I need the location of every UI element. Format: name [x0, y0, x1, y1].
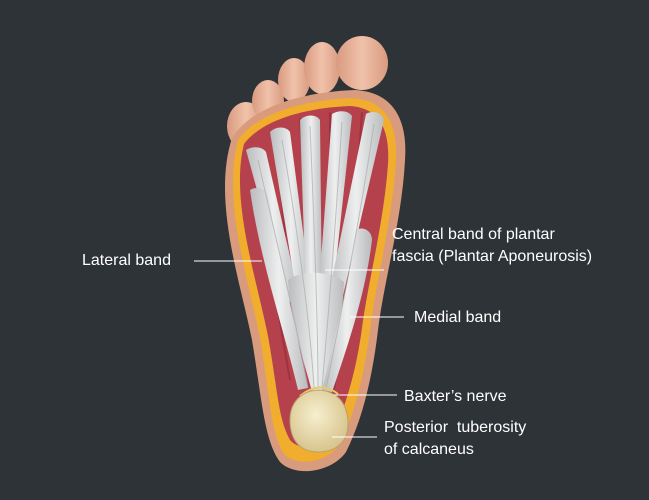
- label-posterior-tuberosity-line1: Posterior tuberosity: [384, 419, 527, 436]
- label-central-band-line2: fascia (Plantar Aponeurosis): [392, 248, 593, 265]
- label-central-band: Central band of plantar fascia (Plantar …: [392, 224, 592, 268]
- label-baxters-nerve: Baxter’s nerve: [404, 388, 507, 405]
- label-posterior-tuberosity: Posterior tuberosity of calcaneus: [384, 417, 526, 461]
- plantar-fascia: [246, 111, 384, 392]
- label-lateral-band: Lateral band: [82, 252, 171, 269]
- leader-lines: [194, 260, 404, 438]
- label-central-band-line1: Central band of plantar: [392, 226, 555, 243]
- label-medial-band: Medial band: [414, 309, 502, 326]
- lateral-band-shape: [250, 188, 308, 390]
- baxters-nerve: [299, 386, 339, 397]
- fascia-fibers: [257, 121, 375, 389]
- medial-band-shape: [322, 228, 372, 392]
- label-posterior-tuberosity-line2: of calcaneus: [384, 441, 474, 458]
- calcaneus: [289, 389, 349, 453]
